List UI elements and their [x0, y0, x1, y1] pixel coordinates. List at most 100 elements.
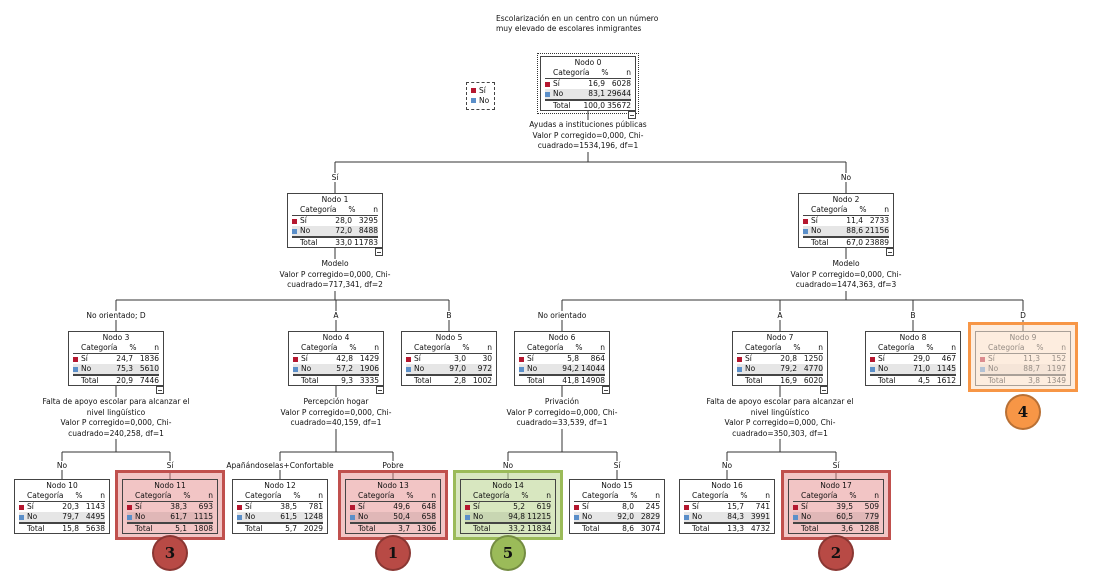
- header-n: n: [818, 343, 823, 352]
- collapse-icon[interactable]: [628, 111, 636, 119]
- header-category: Categoría: [745, 343, 782, 352]
- rank-badge: 2: [818, 535, 854, 571]
- percent-total: 15,8: [62, 524, 79, 533]
- category-label: No: [245, 512, 256, 521]
- percent-si: 11,4: [846, 216, 863, 225]
- percent-total: 9,3: [341, 376, 353, 385]
- node-title: Nodo 4: [322, 333, 350, 342]
- category-si: Sí: [737, 354, 775, 364]
- category-label: No: [27, 512, 38, 521]
- swatch-si-icon: [350, 504, 355, 510]
- header-percent: %: [926, 343, 934, 352]
- collapse-icon[interactable]: [602, 386, 610, 394]
- header-percent: %: [75, 491, 83, 500]
- header-n: n: [318, 491, 323, 500]
- total-label: Total: [358, 524, 376, 533]
- percent-no: 94,8: [508, 512, 525, 521]
- n-si: 1250: [803, 354, 823, 363]
- category-si: Sí: [803, 216, 841, 226]
- header-category: Categoría: [135, 491, 172, 500]
- category-no: No: [684, 512, 722, 522]
- swatch-si-icon: [73, 356, 78, 362]
- category-label: Sí: [527, 354, 534, 363]
- percent-si: 8,0: [622, 502, 634, 511]
- percent-no: 50,4: [393, 512, 410, 521]
- node-title: Nodo 9: [1009, 333, 1037, 342]
- total-label: Total: [414, 376, 432, 385]
- swatch-no-icon: [127, 514, 132, 520]
- node-title: Nodo 5: [435, 333, 463, 342]
- swatch-no-icon: [545, 91, 550, 97]
- collapse-icon[interactable]: [820, 386, 828, 394]
- legend-item-no: No: [471, 96, 494, 106]
- node-title: Nodo 10: [46, 481, 78, 490]
- category-si: Sí: [73, 354, 111, 364]
- n-si: 152: [1051, 354, 1066, 363]
- header-n: n: [655, 491, 660, 500]
- category-no: No: [237, 512, 275, 522]
- node-header-row: Categoría%n: [870, 343, 956, 354]
- category-label: Sí: [245, 502, 252, 511]
- total-label: Total: [301, 376, 319, 385]
- n-total: 35672: [607, 101, 631, 110]
- category-si: Sí: [465, 502, 503, 512]
- percent-total: 13,3: [727, 524, 744, 533]
- total-label: Total: [988, 376, 1006, 385]
- category-si: Sí: [793, 502, 831, 512]
- split-variable: Percepción hogar: [303, 397, 369, 406]
- collapse-icon[interactable]: [886, 248, 894, 256]
- percent-total: 41,8: [562, 376, 579, 385]
- n-si: 781: [308, 502, 323, 511]
- category-label: No: [473, 512, 484, 521]
- collapse-icon[interactable]: [376, 386, 384, 394]
- legend-label-si: Sí: [479, 86, 486, 95]
- category-no: No: [870, 364, 908, 374]
- collapse-icon[interactable]: [156, 386, 164, 394]
- header-category: Categoría: [878, 343, 915, 352]
- node-title: Nodo 17: [820, 481, 852, 490]
- collapse-icon[interactable]: [375, 248, 383, 256]
- header-percent: %: [183, 491, 191, 500]
- node-header-row: Categoría%n: [292, 205, 378, 216]
- n-no: 3991: [750, 512, 770, 521]
- split-stats: Valor P corregido=0,000, Chi-cuadrado=14…: [790, 269, 902, 290]
- header-percent: %: [129, 343, 137, 352]
- n-no: 1248: [303, 512, 323, 521]
- swatch-si-icon: [465, 504, 470, 510]
- n-total: 11834: [527, 524, 551, 533]
- split-stats: Valor P corregido=0,000, Chi-cuadrado=71…: [279, 269, 391, 290]
- percent-si: 39,5: [836, 502, 853, 511]
- total-label: Total: [553, 101, 571, 110]
- category-label: No: [414, 364, 425, 373]
- highlight-green: [453, 470, 563, 540]
- root-node-frame: [537, 53, 639, 114]
- branch-label: Sí: [330, 172, 340, 182]
